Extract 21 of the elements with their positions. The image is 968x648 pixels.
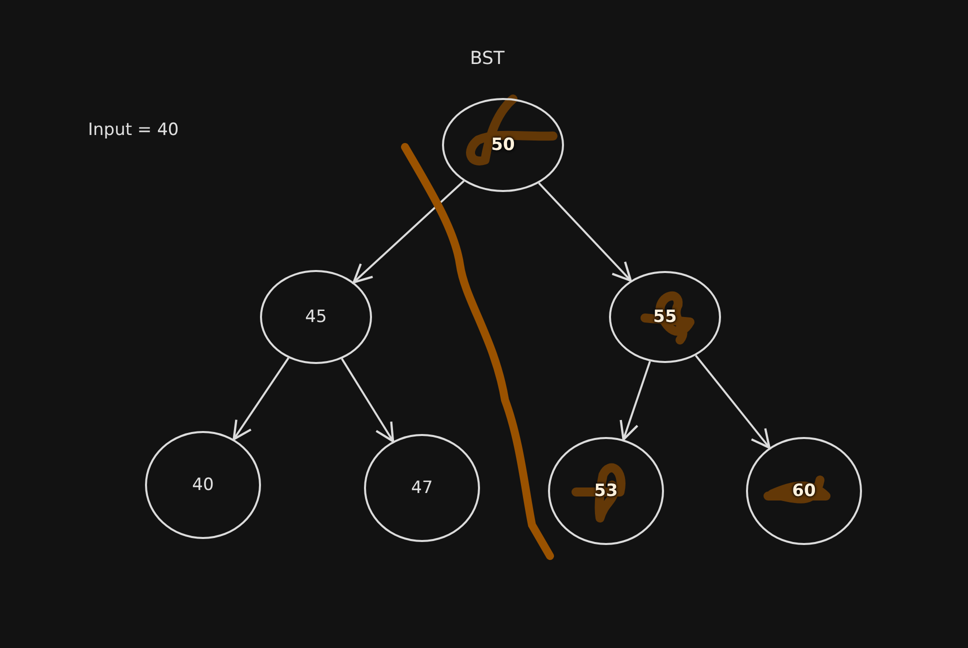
tree-node-circle xyxy=(364,434,480,542)
node-value: 55 xyxy=(653,307,677,327)
title: BST xyxy=(470,48,504,69)
node-value: 60 xyxy=(792,481,816,501)
tree-node-circle xyxy=(609,271,721,363)
input-note: Input = 40 xyxy=(88,120,179,140)
node-value: 53 xyxy=(594,481,618,501)
arrow xyxy=(341,358,394,442)
node-value: 47 xyxy=(411,478,433,498)
tree-node-circle xyxy=(145,431,261,539)
arrow xyxy=(694,354,770,449)
tree-node-circle xyxy=(746,437,862,545)
tree-node-circle xyxy=(442,98,564,192)
node-value: 45 xyxy=(305,307,327,327)
tree-node-circle xyxy=(260,270,372,364)
node-value: 40 xyxy=(192,475,214,495)
node-value: 50 xyxy=(491,135,515,155)
arrow xyxy=(232,357,290,440)
arrow xyxy=(620,361,651,441)
tree-node-circle xyxy=(548,437,664,545)
arrow xyxy=(538,182,632,282)
